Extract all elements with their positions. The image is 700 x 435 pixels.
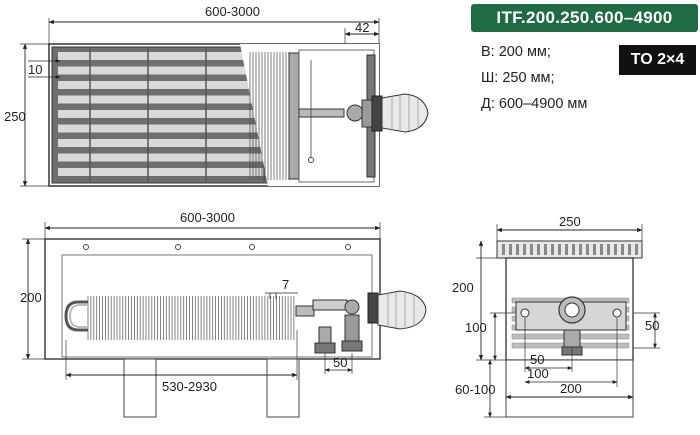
top-width-dim: 250 <box>4 109 26 124</box>
grille-slot <box>509 244 512 255</box>
grille-slot <box>58 95 288 104</box>
top-valve-assembly <box>298 93 429 133</box>
model-badge: ITF.200.250.600–4900 <box>471 4 698 32</box>
side-view: 250 200 100 50 50 100 200 60-100 <box>452 214 660 418</box>
side-leg-height-dim: 60-100 <box>455 382 495 397</box>
top-fin-pitch-dim: 10 <box>28 62 42 77</box>
grille-slot <box>621 244 624 255</box>
side-width-dim: 250 <box>559 214 581 229</box>
grille-slot <box>58 139 288 147</box>
front-pipe-offset-dim: 50 <box>333 355 347 370</box>
heat-exchanger-fins-front <box>87 296 295 340</box>
front-height-dim: 200 <box>20 290 42 305</box>
grille-slot <box>58 66 288 75</box>
grille-slot <box>614 244 617 255</box>
grille-slot <box>530 244 533 255</box>
side-grille-slots <box>502 244 638 255</box>
side-inner-width-dim: 200 <box>560 381 582 396</box>
front-legs <box>123 358 300 418</box>
to-badge: TO 2×4 <box>619 45 696 75</box>
spec-width: Ш: 250 мм; <box>481 70 555 86</box>
side-spacing-100-dim: 100 <box>527 366 549 381</box>
top-view: 600-3000 42 250 10 <box>4 4 429 187</box>
front-exchanger-length-dim: 530-2930 <box>162 379 217 394</box>
front-fin-spacing-dim: 7 <box>282 277 289 292</box>
grille-slot <box>58 81 288 89</box>
grille-slot <box>600 244 603 255</box>
grille-slot <box>58 124 288 133</box>
mounting-hole <box>83 244 89 250</box>
spec-length: Д: 600–4900 мм <box>481 96 588 112</box>
top-collector-pipe <box>288 52 300 180</box>
side-connection-block <box>515 296 627 356</box>
grille-slot <box>551 244 554 255</box>
grille-slot <box>516 244 519 255</box>
top-valve-offset-dim: 42 <box>355 20 369 35</box>
grille-slot <box>635 244 638 255</box>
grille-slot <box>572 244 575 255</box>
grille-slot <box>523 244 526 255</box>
grille-slot <box>579 244 582 255</box>
grille-slot <box>628 244 631 255</box>
grille-slot <box>593 244 596 255</box>
grille-slot <box>558 244 561 255</box>
u-bend-pipe <box>64 300 88 332</box>
front-valve-assembly <box>295 290 427 354</box>
side-height-dim: 200 <box>452 280 474 295</box>
grille-slot <box>58 52 288 60</box>
grille-slots <box>58 47 288 183</box>
grille-slot <box>58 110 288 118</box>
grille-slot <box>58 153 288 162</box>
mounting-hole <box>175 244 181 250</box>
side-spacing-50-dim: 50 <box>530 352 544 367</box>
front-length-dim: 600-3000 <box>180 210 235 225</box>
mounting-holes <box>83 244 351 250</box>
mounting-hole <box>249 244 255 250</box>
grille-slot <box>586 244 589 255</box>
front-view: 600-3000 200 7 530-2930 50 <box>20 210 427 418</box>
side-connection-height-dim: 100 <box>465 320 487 335</box>
grille-slot <box>537 244 540 255</box>
grille-slot <box>58 168 288 176</box>
mounting-hole <box>345 244 351 250</box>
grille-slot <box>544 244 547 255</box>
side-connection-offset-dim: 50 <box>645 318 659 333</box>
spec-height: В: 200 мм; <box>481 44 551 60</box>
grille-slot <box>565 244 568 255</box>
grille-slot <box>502 244 505 255</box>
grille-slot <box>607 244 610 255</box>
top-length-dim: 600-3000 <box>205 4 260 19</box>
